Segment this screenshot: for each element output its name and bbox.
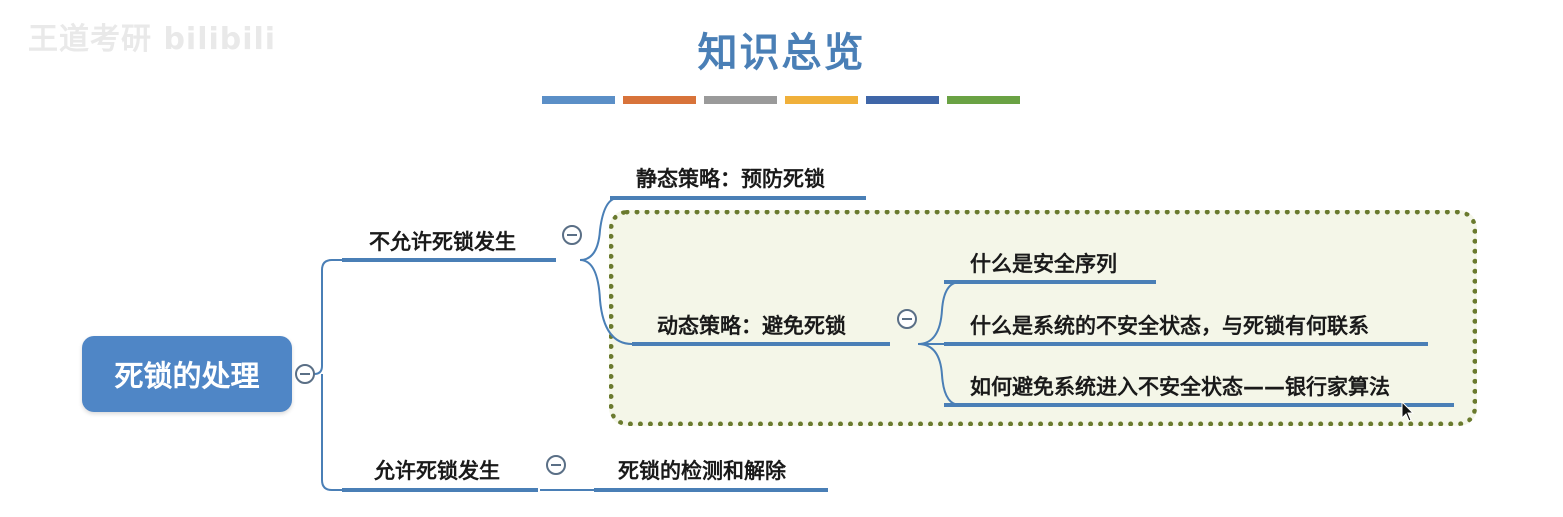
palette-swatch-green (947, 96, 1020, 104)
mouse-cursor-icon (1401, 401, 1415, 422)
connector-root-branch2 (321, 374, 342, 491)
collapse-dynamic-icon[interactable] (897, 309, 917, 329)
palette-swatch-blue (542, 96, 615, 104)
palette-swatch-yellow (785, 96, 858, 104)
color-palette-bar (542, 96, 1020, 104)
node-no-deadlock-allowed[interactable]: 不允许死锁发生 (369, 230, 516, 254)
page-title: 知识总览 (697, 29, 866, 76)
palette-swatch-gray (704, 96, 777, 104)
node-static-strategy[interactable]: 静态策略：预防死锁 (636, 167, 825, 191)
collapse-root-icon[interactable] (295, 364, 315, 384)
dynamic-strategy-highlight-box (609, 210, 1477, 426)
node-unsafe-state[interactable]: 什么是系统的不安全状态，与死锁有何联系 (970, 314, 1369, 338)
connector-branch1-static (579, 197, 619, 261)
palette-swatch-navy (866, 96, 939, 104)
palette-swatch-orange (623, 96, 696, 104)
node-detection-recovery[interactable]: 死锁的检测和解除 (618, 459, 786, 483)
node-bankers-algorithm[interactable]: 如何避免系统进入不安全状态——银行家算法 (970, 375, 1390, 399)
collapse-branch2-icon[interactable] (546, 455, 566, 475)
watermark: 王道考研 bilibili (28, 22, 277, 57)
root-node-label: 死锁的处理 (114, 359, 260, 393)
node-safe-sequence[interactable]: 什么是安全序列 (970, 252, 1117, 276)
node-dynamic-strategy[interactable]: 动态策略：避免死锁 (657, 314, 846, 338)
node-deadlock-allowed[interactable]: 允许死锁发生 (374, 459, 500, 483)
connector-dynamic-child1 (917, 281, 961, 345)
connector-dynamic-child3 (917, 343, 961, 406)
collapse-branch1-icon[interactable] (562, 225, 582, 245)
connector-branch1-dynamic (579, 259, 633, 345)
connector-root-branch1 (300, 259, 342, 375)
root-node-deadlock-handling[interactable]: 死锁的处理 (82, 336, 292, 412)
